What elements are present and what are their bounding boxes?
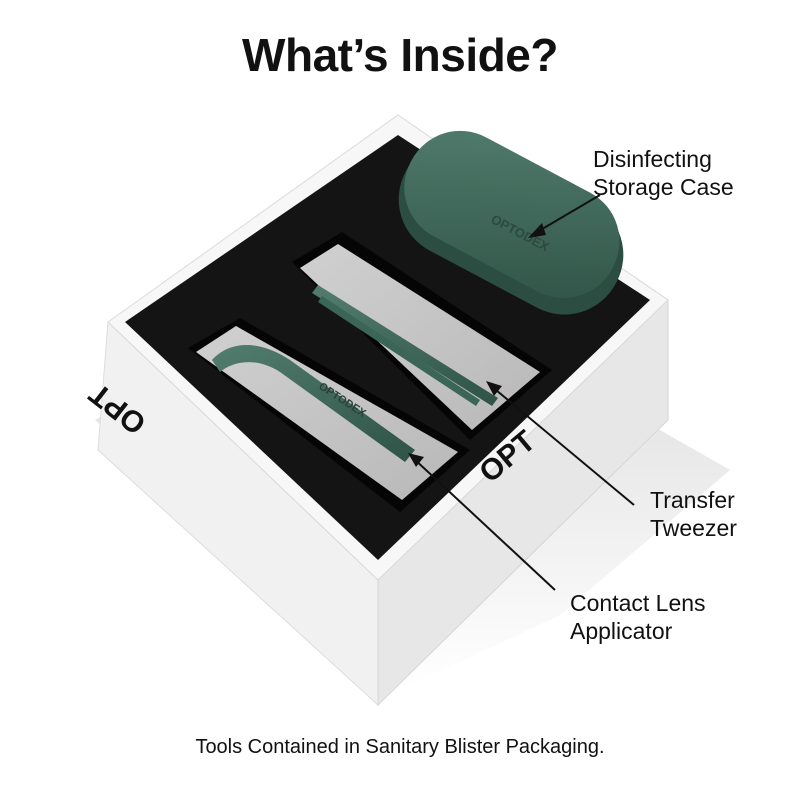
tweezer-blister — [300, 244, 540, 430]
page-title: What’s Inside? — [242, 29, 558, 81]
storage-case: OPTODEX — [398, 130, 624, 315]
caption: Tools Contained in Sanitary Blister Pack… — [195, 736, 605, 758]
pointer-arrowheads — [408, 223, 546, 467]
applicator-blister — [196, 326, 458, 500]
transfer-tweezer-label: Transfer Tweezer — [650, 487, 737, 541]
storage-case-label: Disinfecting Storage Case — [593, 146, 734, 200]
transfer-tweezer — [312, 285, 498, 406]
applicator-label: Contact Lens Applicator — [570, 590, 706, 644]
